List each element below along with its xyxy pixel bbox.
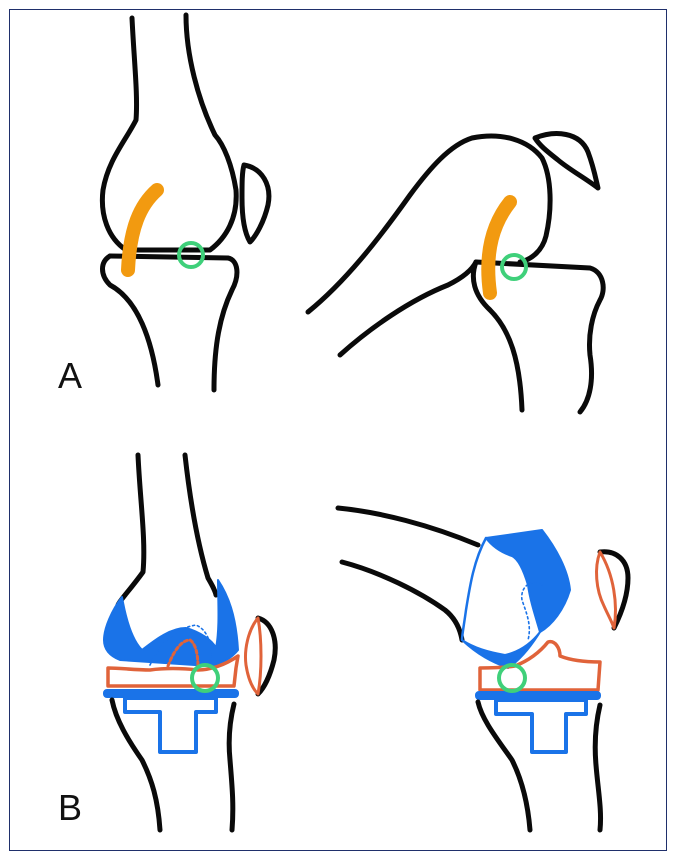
patella-outline xyxy=(242,165,269,242)
tibial-stem xyxy=(496,700,586,752)
tibia-outline xyxy=(478,702,530,830)
panel-label-b: B xyxy=(58,790,82,826)
femur-outline xyxy=(118,455,144,605)
tibia-outline xyxy=(473,262,522,410)
panel-a-extension-knee xyxy=(102,15,268,390)
femoral-component-outline xyxy=(462,538,486,640)
panel-label-a: A xyxy=(58,358,82,394)
femur-shaft-posterior xyxy=(340,262,476,355)
tibial-tray xyxy=(104,690,238,697)
tibia-outline xyxy=(112,700,160,830)
femur-outline xyxy=(308,136,550,312)
patella-button xyxy=(246,618,262,694)
panel-a-flexion-knee xyxy=(308,134,603,412)
femur-outline-lateral xyxy=(185,455,216,595)
contact-point-circle xyxy=(502,255,526,279)
tibial-tray xyxy=(476,692,600,699)
femur-outline xyxy=(102,15,236,250)
femur-outline-posterior xyxy=(342,562,462,640)
femur-outline xyxy=(338,508,478,545)
patella-button xyxy=(597,552,616,628)
contact-point-circle xyxy=(499,665,525,691)
tibial-stem xyxy=(125,698,216,752)
tibia-outline-lateral xyxy=(595,705,600,830)
panel-b-flexion-tka xyxy=(338,508,628,830)
panel-b-extension-tka xyxy=(104,455,275,830)
tibia-outline-lateral xyxy=(229,704,234,830)
cartilage-band xyxy=(488,202,510,293)
